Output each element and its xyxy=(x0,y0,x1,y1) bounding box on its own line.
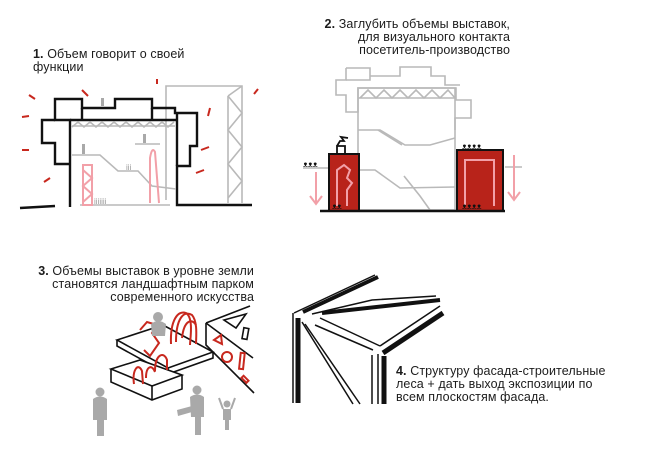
art-wall xyxy=(205,305,255,394)
sculpture-icon xyxy=(336,135,349,154)
crowd-icon: ᴥᴥ xyxy=(332,202,342,211)
gray-building xyxy=(335,66,472,211)
pink-highlights xyxy=(81,149,160,206)
building-volumes xyxy=(19,97,252,210)
caption-4-line-2: леса + дать выход экспозиции по xyxy=(396,377,593,391)
caption-2-line-3: посетитель-производство xyxy=(359,43,510,57)
crowd-icon: ᴥᴥᴥᴥ xyxy=(462,142,482,151)
caption-3-line-1: Объемы выставок в уровне земли xyxy=(52,264,254,278)
caption-4-line-1: Структуру фасада-строительные xyxy=(410,364,606,378)
caption-2-line-1: Заглубить объемы выставок, xyxy=(338,17,510,31)
caption-4-line-3: всем плоскостям фасада. xyxy=(396,390,550,404)
emphasis-marks xyxy=(21,79,259,183)
caption-1-line-1: Объем говорит о своей xyxy=(47,47,185,61)
caption-4: 4. Структуру фасада-строительные леса + … xyxy=(396,365,606,404)
caption-3: 3. Объемы выставок в уровне земли станов… xyxy=(10,265,254,304)
down-arrow-icon xyxy=(309,172,323,206)
crowd-icon: ііііііі xyxy=(94,197,107,206)
caption-1-line-2: функции xyxy=(33,60,84,74)
caption-1-number: 1. xyxy=(33,47,44,61)
crowd-icon: ᴥᴥᴥᴥ xyxy=(462,202,482,211)
caption-2-line-2: для визуального контакта xyxy=(357,30,510,44)
people-silhouettes xyxy=(93,312,236,436)
red-sculptures xyxy=(132,311,198,385)
caption-1: 1. Объем говорит о своей функции xyxy=(33,48,184,74)
caption-2: 2. Заглубить объемы выставок, для визуал… xyxy=(290,18,510,57)
scaffold-tower xyxy=(165,85,244,203)
caption-3-line-3: современного искусства xyxy=(110,290,254,304)
caption-4-number: 4. xyxy=(396,364,407,378)
caption-3-number: 3. xyxy=(38,264,49,278)
scaffold-frame xyxy=(292,274,445,405)
sunken-volume-left xyxy=(328,153,360,212)
crowd-icon: ііі xyxy=(126,163,132,172)
crowd-icon: ᴥᴥᴥ xyxy=(303,160,318,169)
caption-3-line-2: становятся ландшафтным парком xyxy=(52,277,254,291)
caption-2-number: 2. xyxy=(324,17,336,31)
interior-lines: ііі ііііііі xyxy=(71,98,177,206)
down-arrow-icon xyxy=(507,155,521,202)
